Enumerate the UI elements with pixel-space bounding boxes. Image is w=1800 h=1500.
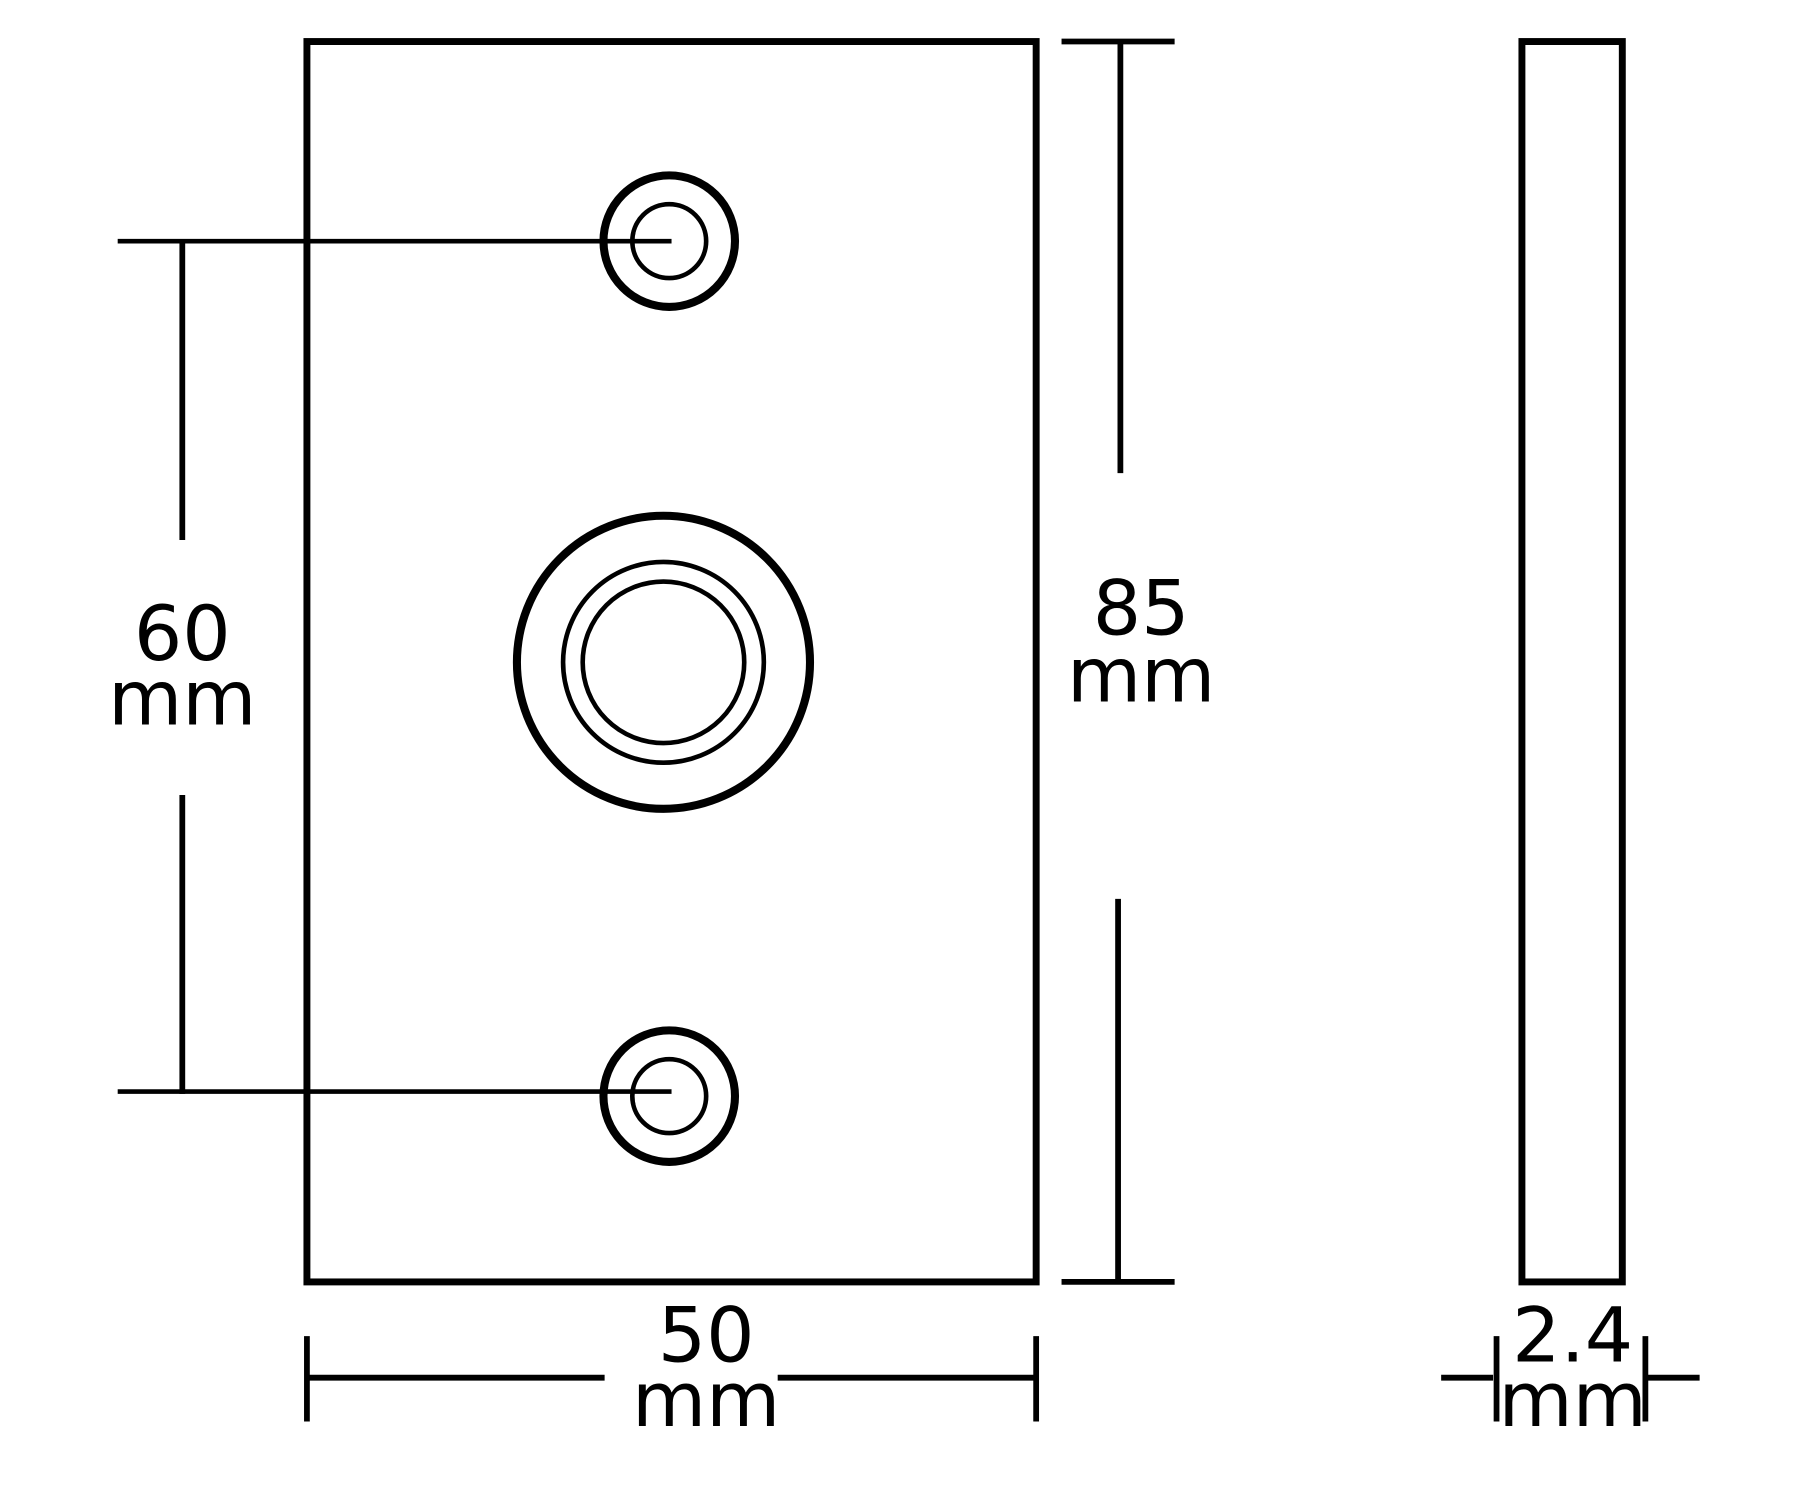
height-unit: mm xyxy=(1067,631,1215,720)
hole-spacing-unit: mm xyxy=(108,654,256,743)
thickness-value: 2.4 xyxy=(1512,1291,1633,1380)
hole-spacing-value: 60 xyxy=(134,589,231,678)
height-dimension: 85 mm xyxy=(1061,38,1215,1285)
side-view-outline xyxy=(1518,38,1626,1286)
bottom-screw-hole xyxy=(599,1026,740,1166)
hole-spacing-dimension: 60 mm xyxy=(108,238,672,1094)
bell-button xyxy=(512,511,815,813)
height-value: 85 xyxy=(1093,564,1190,653)
thickness-dimension: 2.4 mm xyxy=(1441,1291,1700,1444)
front-plate-outline xyxy=(303,38,1040,1286)
thickness-unit: mm xyxy=(1499,1355,1647,1444)
width-unit: mm xyxy=(632,1355,780,1444)
width-dimension: 50 mm xyxy=(304,1291,1040,1444)
width-value: 50 xyxy=(658,1291,755,1380)
